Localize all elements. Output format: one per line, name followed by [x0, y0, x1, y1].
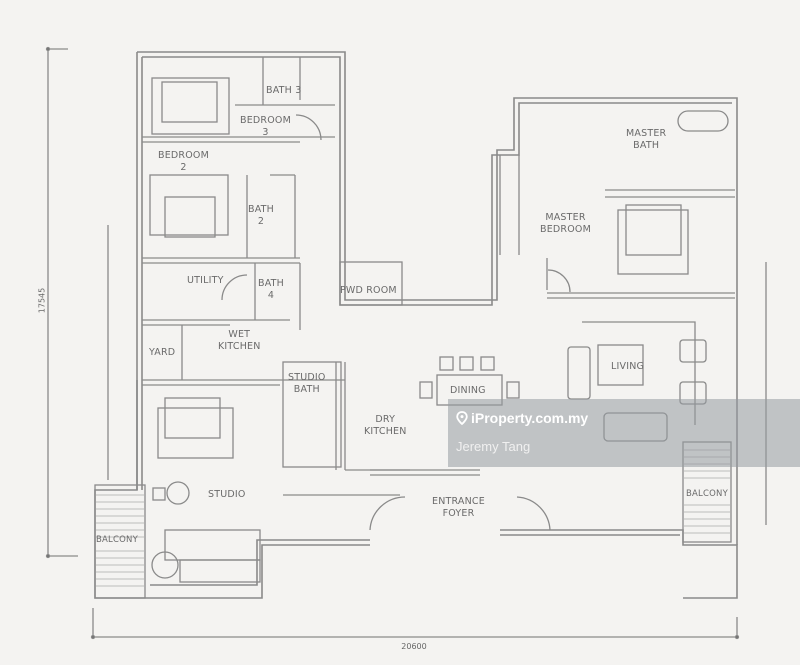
room-label-yard: YARD	[149, 347, 176, 358]
room-label-balcony-right: BALCONY	[686, 489, 728, 499]
room-label-master-bedroom: MASTER BEDROOM	[540, 212, 591, 235]
width-dimension-label: 20600	[401, 642, 427, 651]
room-label-dry-kitchen: DRY KITCHEN	[364, 414, 407, 437]
room-label-bath-4: BATH 4	[258, 278, 285, 301]
room-label-entrance-foyer: ENTRANCE FOYER	[432, 496, 485, 519]
room-label-bedroom-2: BEDROOM 2	[158, 150, 209, 173]
watermark-brand: iProperty.com.my	[456, 410, 588, 426]
room-label-living: LIVING	[611, 361, 645, 372]
room-label-studio-bath: STUDIO BATH	[288, 372, 326, 395]
room-label-dining: DINING	[450, 385, 486, 396]
watermark-banner: iProperty.com.my Jeremy Tang	[448, 399, 800, 467]
watermark-brand-text: iProperty.com.my	[471, 410, 589, 426]
room-label-studio: STUDIO	[208, 489, 246, 500]
room-label-utility: UTILITY	[187, 275, 224, 286]
location-pin-icon	[456, 411, 468, 425]
room-label-master-bath: MASTER BATH	[626, 128, 667, 151]
height-dimension-label: 17545	[37, 287, 47, 314]
room-label-pwd-room: PWD ROOM	[340, 285, 397, 296]
room-label-wet-kitchen: WET KITCHEN	[218, 329, 261, 352]
width-dimension-line	[90, 608, 740, 640]
room-label-bath-2: BATH 2	[248, 204, 275, 227]
room-label-bath-3: BATH 3	[266, 85, 302, 96]
room-label-balcony-left: BALCONY	[96, 535, 138, 545]
height-dimension-line	[45, 46, 78, 559]
watermark-agent-name: Jeremy Tang	[456, 439, 531, 454]
room-label-bedroom-3: BEDROOM 3	[240, 115, 291, 138]
